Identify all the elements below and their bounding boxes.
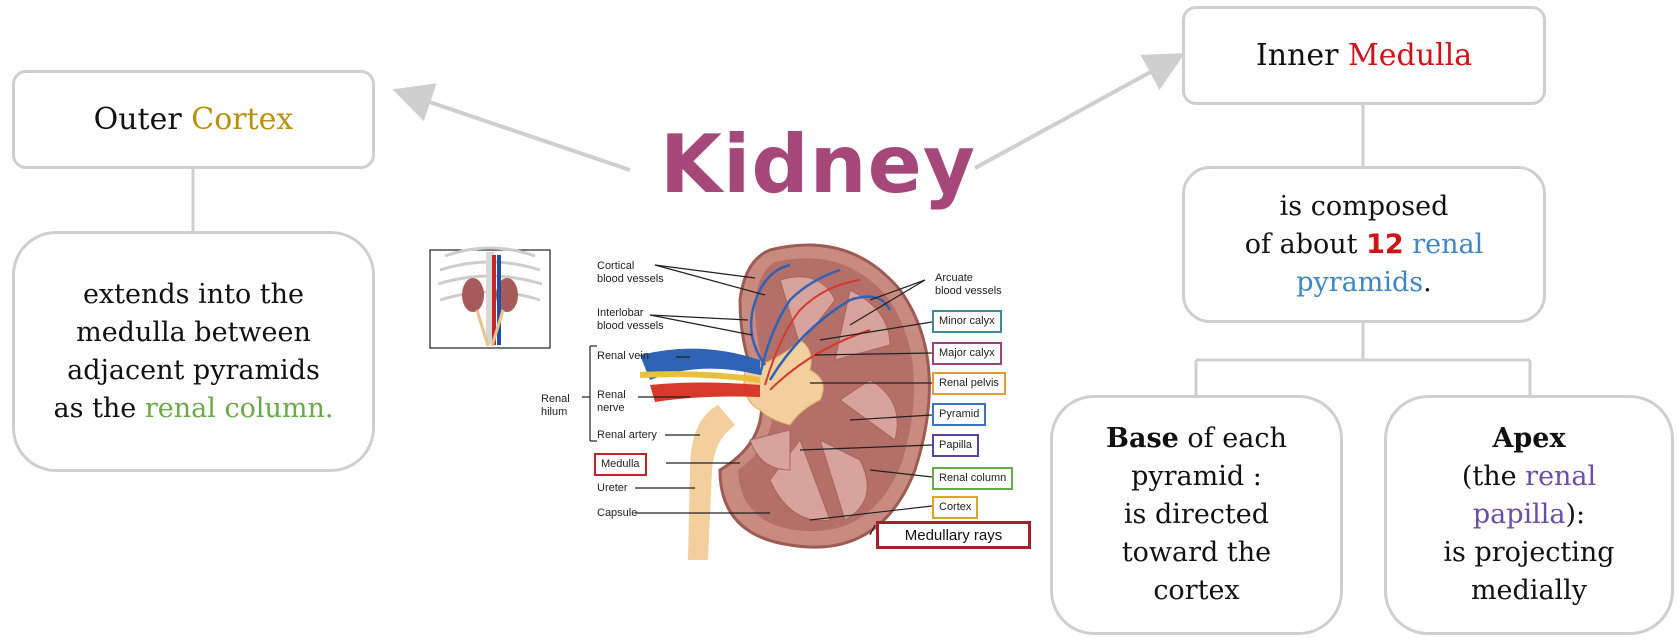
label-capsule: Capsule xyxy=(597,507,637,520)
label-pyramid: Pyramid xyxy=(932,403,986,426)
label-line: nerve xyxy=(597,402,626,415)
label-line: Renal xyxy=(597,389,626,402)
label-cortex: Cortex xyxy=(932,496,978,519)
label-line: hilum xyxy=(541,406,570,419)
label-line: Renal xyxy=(541,393,570,406)
label-major-calyx: Major calyx xyxy=(932,342,1002,365)
label-medulla: Medulla xyxy=(594,453,647,476)
label-line: blood vessels xyxy=(597,320,664,333)
label-line: blood vessels xyxy=(935,285,1002,298)
label-papilla: Papilla xyxy=(932,434,979,457)
label-renal-column: Renal column xyxy=(932,467,1013,490)
renal-artery-shape xyxy=(650,383,760,403)
label-renal-artery: Renal artery xyxy=(597,429,657,442)
label-medullary-rays: Medullary rays xyxy=(876,521,1031,549)
label-line: Interlobar xyxy=(597,307,664,320)
renal-nerve-shape xyxy=(640,374,760,380)
body-inset xyxy=(430,248,550,348)
label-renal-pelvis: Renal pelvis xyxy=(932,372,1006,395)
label-ureter: Ureter xyxy=(597,482,628,495)
label-line: Cortical xyxy=(597,260,664,273)
label-line: Arcuate xyxy=(935,272,1002,285)
label-renal-vein: Renal vein xyxy=(597,350,649,363)
label-minor-calyx: Minor calyx xyxy=(932,310,1002,333)
label-line: blood vessels xyxy=(597,273,664,286)
